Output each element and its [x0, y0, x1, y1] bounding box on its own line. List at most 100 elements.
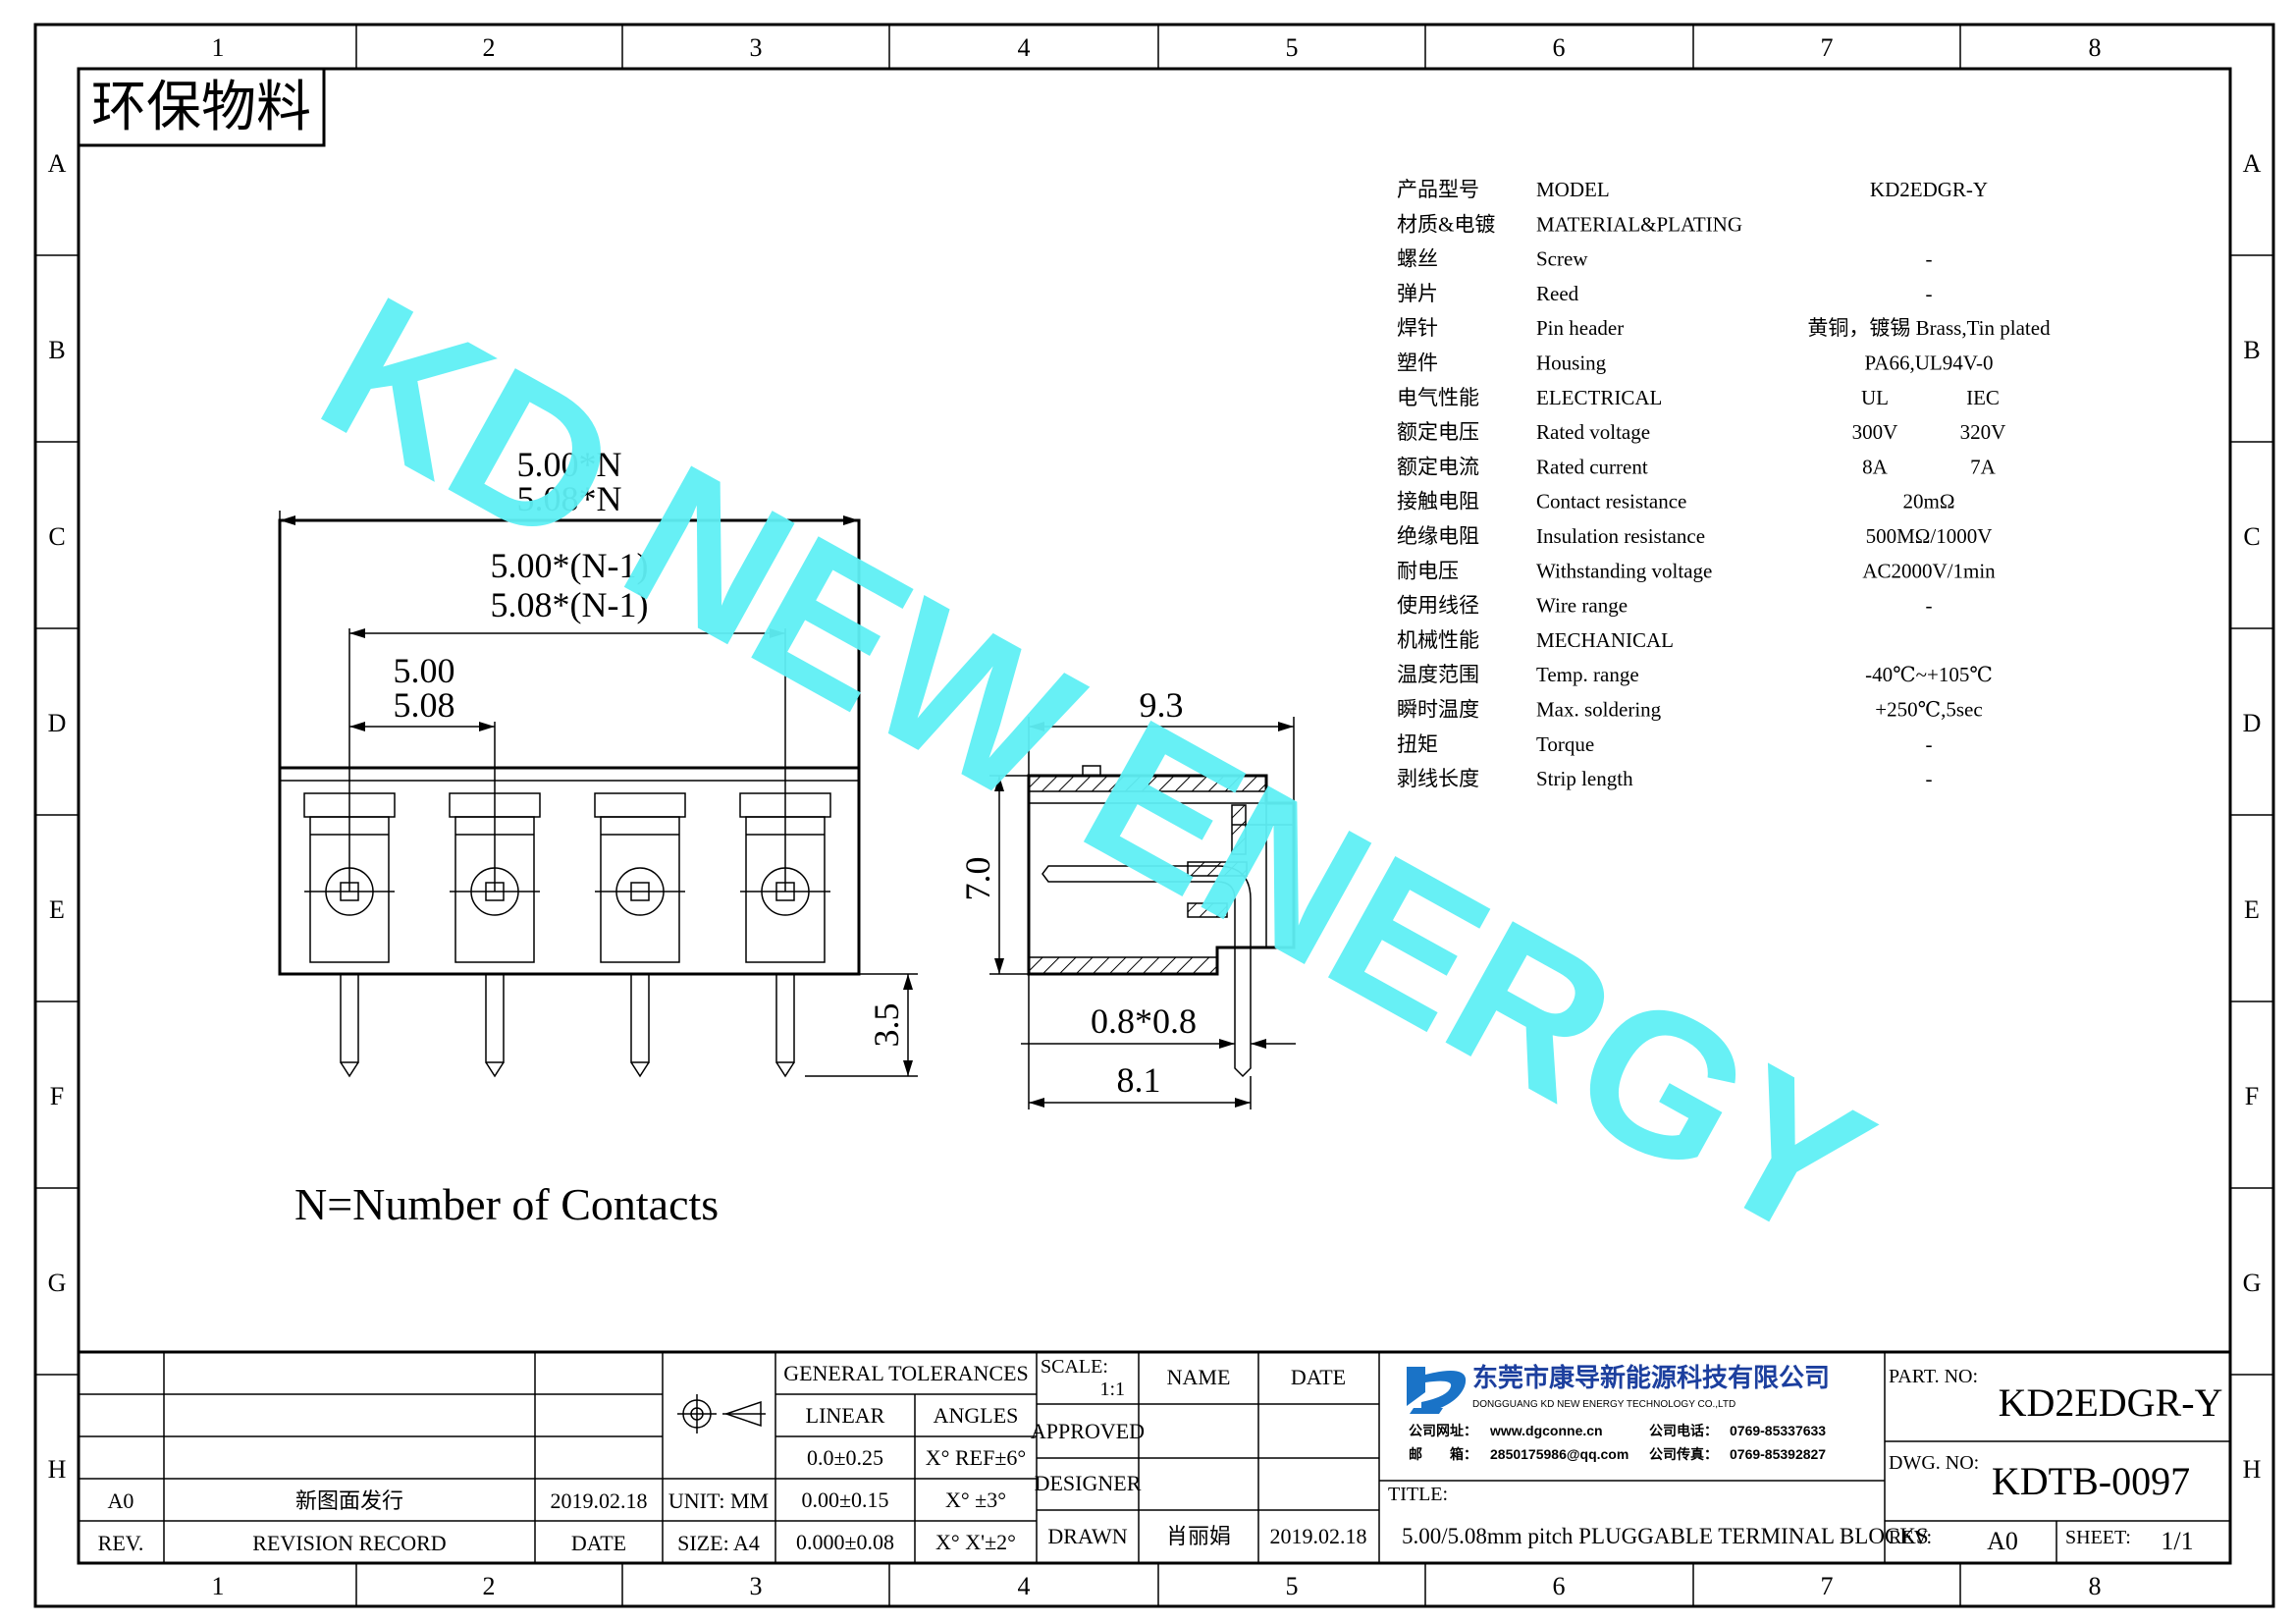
spec-value: - [1926, 767, 1933, 790]
spec-label-cn: 额定电流 [1397, 455, 1479, 478]
dwg-no-label: DWG. NO: [1889, 1452, 1979, 1474]
title-label: TITLE: [1388, 1484, 1448, 1505]
tol-angle-3: X° X'±2° [935, 1530, 1016, 1554]
spec-label-cn: 额定电压 [1397, 420, 1479, 444]
row-label: A [48, 149, 67, 178]
row-label: D [48, 709, 67, 737]
dim-7-0: 7.0 [958, 857, 997, 901]
front-view: 5.00*N 5.08*N 5.00*(N-1) 5.08*(N-1) 5.00… [278, 445, 918, 1229]
row-labels-right: A B C D E F G H [2243, 149, 2262, 1484]
spec-value-1: 8A [1862, 455, 1889, 478]
row-label: G [48, 1269, 67, 1297]
rev-code: A0 [108, 1488, 134, 1513]
col-label: 6 [1553, 1572, 1566, 1600]
fax-value: 0769-85392827 [1730, 1446, 1826, 1462]
date-header-approval: DATE [1291, 1365, 1346, 1389]
spec-value-1: 300V [1852, 420, 1898, 444]
row-label: B [2243, 336, 2260, 364]
contact-slots [303, 792, 831, 1078]
tol-angle-1: X° REF±6° [926, 1445, 1026, 1470]
spec-value: 20mΩ [1903, 490, 1955, 514]
fax-label: 公司传真： [1649, 1446, 1718, 1462]
spec-label-en: MODEL [1536, 178, 1610, 201]
dim-5-08: 5.08 [394, 685, 455, 725]
row-label: C [2243, 522, 2260, 551]
front-dimension-lines [279, 511, 918, 1077]
rev-desc: 新图面发行 [295, 1488, 403, 1513]
title-block: A0 新图面发行 2019.02.18 REV. REVISION RECORD… [79, 1350, 2230, 1563]
spec-label-cn: 焊针 [1397, 316, 1438, 340]
spec-label-en: ELECTRICAL [1536, 386, 1662, 409]
col-label: 3 [750, 1572, 763, 1600]
spec-label-en: Reed [1536, 282, 1579, 305]
spec-value: - [1926, 247, 1933, 271]
tol-linear-2: 0.00±0.15 [801, 1488, 888, 1512]
drawn-name: 肖丽娟 [1166, 1524, 1231, 1548]
spec-label-cn: 瞬时温度 [1397, 698, 1479, 722]
spec-label-en: Temp. range [1536, 663, 1639, 686]
spec-label-en: Withstanding voltage [1536, 559, 1712, 582]
spec-row: 剥线长度 Strip length - [1397, 767, 1933, 790]
col-label: 4 [1018, 1572, 1031, 1600]
scale-label: SCALE: [1041, 1356, 1108, 1378]
dim-3-5: 3.5 [867, 1003, 906, 1048]
mail-value: 2850175986@qq.com [1490, 1446, 1629, 1462]
spec-label-en: Strip length [1536, 767, 1633, 790]
spec-row: 接触电阻 Contact resistance 20mΩ [1397, 490, 1954, 514]
spec-label-en: Pin header [1536, 316, 1624, 340]
column-labels-top: 1 2 3 4 5 6 7 8 [212, 33, 2102, 62]
drawing-title: 5.00/5.08mm pitch PLUGGABLE TERMINAL BLO… [1402, 1524, 1929, 1548]
unit: UNIT: MM [668, 1488, 769, 1513]
spec-label-cn: 塑件 [1397, 352, 1438, 375]
company-name-cn: 东莞市康导新能源科技有限公司 [1472, 1363, 1830, 1392]
eco-stamp-box [77, 67, 326, 147]
row-label: A [2243, 149, 2262, 178]
spec-label-en: Contact resistance [1536, 490, 1686, 514]
web-label: 公司网址： [1409, 1423, 1477, 1438]
column-labels-bottom: 1 2 3 4 5 6 7 8 [212, 1572, 2102, 1600]
spec-label-cn: 机械性能 [1397, 628, 1479, 652]
tol-linear-1: 0.0±0.25 [807, 1445, 883, 1470]
spec-label-cn: 电气性能 [1397, 386, 1479, 409]
spec-row: 弹片 Reed - [1397, 282, 1933, 305]
mail-label: 邮 箱： [1409, 1446, 1477, 1462]
spec-value-2: IEC [1966, 386, 2000, 409]
col-label: 4 [1018, 33, 1031, 62]
spec-label-cn: 弹片 [1397, 282, 1438, 305]
eco-stamp-text: 环保物料 [91, 78, 311, 138]
contact-slot [594, 792, 686, 1078]
spec-label-cn: 使用线径 [1397, 594, 1479, 618]
spec-label-en: Rated current [1536, 455, 1648, 478]
approved-label: APPROVED [1031, 1419, 1145, 1443]
pin-header [1041, 865, 1252, 1078]
dim-5-00-n: 5.00*N [517, 445, 622, 484]
spec-label-cn: 绝缘电阻 [1397, 524, 1479, 548]
side-dimension-text: 9.3 7.0 0.8*0.8 8.1 [958, 685, 1197, 1100]
tel-value: 0769-85337633 [1730, 1423, 1826, 1438]
tol-angles-header: ANGLES [934, 1403, 1019, 1428]
row-label: C [48, 522, 65, 551]
rev-date: 2019.02.18 [551, 1488, 648, 1513]
inner-border [77, 67, 2232, 1565]
spec-value-1: UL [1861, 386, 1889, 409]
dim-5-00: 5.00 [394, 651, 455, 690]
spec-label-cn: 接触电阻 [1397, 490, 1479, 514]
tolerances-title: GENERAL TOLERANCES [783, 1361, 1029, 1385]
spec-value: KD2EDGR-Y [1870, 178, 1988, 201]
spec-label-cn: 剥线长度 [1397, 767, 1479, 790]
title-block-grid [79, 1352, 2230, 1563]
spec-value: - [1926, 282, 1933, 305]
rev-header: REV. [98, 1531, 144, 1555]
row-label: E [2244, 895, 2260, 924]
name-header: NAME [1167, 1365, 1231, 1389]
date-header: DATE [571, 1531, 626, 1555]
